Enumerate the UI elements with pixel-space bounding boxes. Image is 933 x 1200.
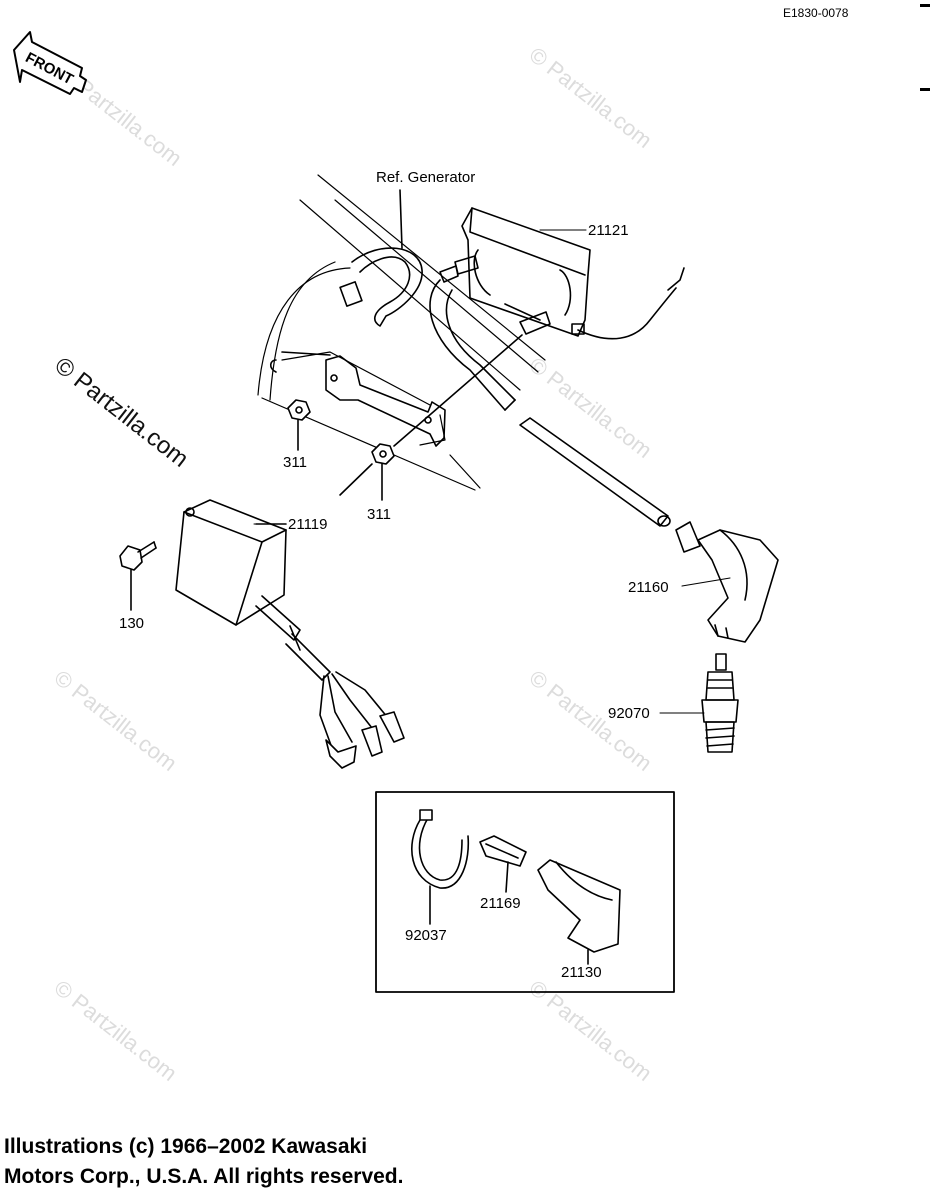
leader-lines: [253, 229, 731, 714]
corner-mark-mid: [920, 88, 930, 91]
ignition-coil: [439, 207, 685, 340]
label-ref-generator: Ref. Generator: [376, 169, 476, 186]
plug-cap: [537, 859, 621, 965]
bolt: [119, 541, 157, 611]
band-clamp: [411, 809, 470, 925]
label-21130: 21130: [561, 964, 602, 981]
label-21121: 21121: [588, 222, 629, 239]
nut: [339, 334, 523, 501]
spark-plug-cap: [675, 521, 779, 643]
label-311: 311: [367, 506, 391, 523]
clamp-band: [339, 189, 423, 327]
cdi-unit: [175, 499, 405, 769]
front-arrow-icon: [13, 31, 87, 95]
high-tension-lead: [429, 279, 671, 527]
label-92070: 92070: [608, 705, 650, 722]
diagram-code: E1830-0078: [783, 6, 849, 20]
mounting-bracket: [269, 351, 446, 447]
label-130: 130: [119, 615, 145, 632]
label-21119: 21119: [288, 516, 328, 533]
copyright-line-2: Motors Corp., U.S.A. All rights reserved…: [4, 1165, 404, 1188]
copyright-line-1: Illustrations (c) 1966–2002 Kawasaki: [4, 1135, 368, 1158]
inset-box: [375, 791, 675, 993]
connector: [479, 835, 527, 893]
label-21169: 21169: [480, 895, 521, 912]
label-92037: 92037: [405, 927, 447, 944]
frame-outline: [257, 174, 546, 491]
label-21160: 21160: [628, 579, 669, 596]
label-311: 311: [283, 454, 307, 471]
nut: [287, 399, 311, 451]
corner-mark-top: [920, 4, 930, 7]
spark-plug: [701, 653, 739, 753]
